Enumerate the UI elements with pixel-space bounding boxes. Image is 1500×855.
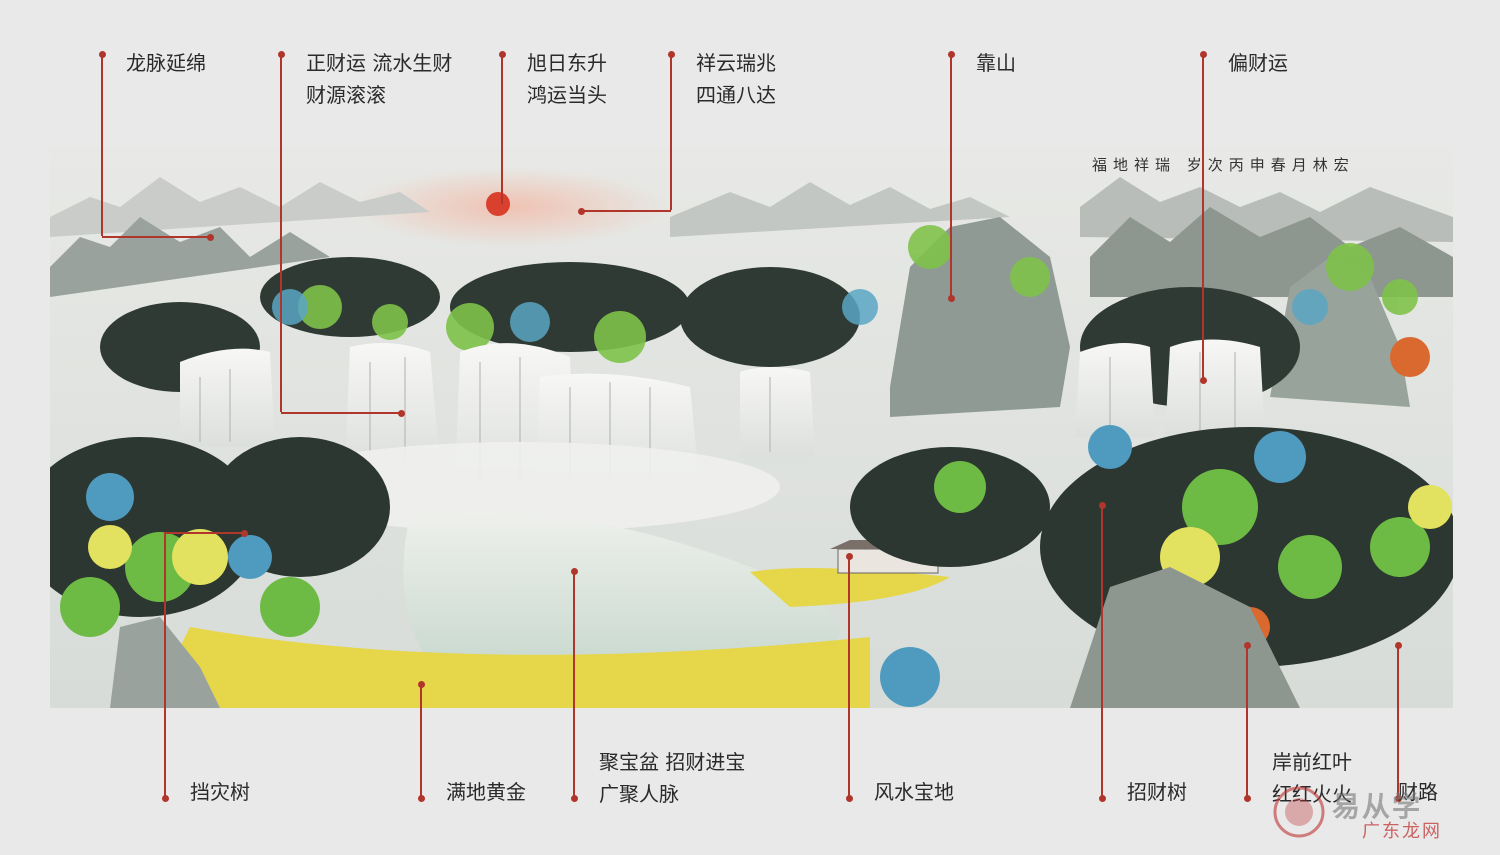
line-cailu	[1397, 645, 1399, 798]
label-mandi-line1: 满地黄金	[446, 780, 526, 804]
dot-cailu-bottom	[1394, 794, 1402, 802]
label-dangzai-line1: 挡灾树	[190, 780, 250, 804]
label-xuri-line1: 旭日东升	[527, 51, 607, 75]
dot-jubao-bottom	[570, 794, 578, 802]
label-zhengcai-line2: 财源滚滚	[306, 83, 386, 107]
label-jubao: 聚宝盆 招财进宝 广聚人脉	[599, 746, 745, 810]
dot-piancai-end	[1199, 376, 1207, 384]
label-zhaocai-line1: 招财树	[1127, 780, 1187, 804]
dot-zhengcai-end	[397, 409, 405, 417]
line-xiangyun	[670, 54, 672, 210]
label-zhaocai: 招财树	[1127, 776, 1187, 808]
line-dangzai	[164, 532, 166, 798]
label-dangzai: 挡灾树	[190, 776, 250, 808]
line-piancai	[1202, 54, 1204, 380]
dot-anqian-bottom	[1243, 794, 1251, 802]
dot-zhaocai-bottom	[1098, 794, 1106, 802]
label-xiangyun-line1: 祥云瑞兆	[696, 51, 776, 75]
label-xiangyun: 祥云瑞兆 四通八达	[696, 47, 776, 111]
line-longmai	[101, 54, 103, 236]
label-fengshui-line1: 风水宝地	[874, 780, 954, 804]
dot-dangzai-bottom	[161, 794, 169, 802]
label-xiangyun-line2: 四通八达	[696, 83, 776, 107]
line-zhengcai-h	[281, 412, 401, 414]
label-xuri-line2: 鸿运当头	[527, 83, 607, 107]
label-anqian-line1: 岸前红叶	[1272, 750, 1352, 774]
dot-longmai-end	[206, 233, 214, 241]
label-zhengcai: 正财运 流水生财 财源滚滚	[306, 47, 452, 111]
line-zhaocai	[1101, 505, 1103, 798]
line-fengshui	[848, 556, 850, 798]
line-mandi	[420, 684, 422, 798]
label-longmai-line1: 龙脉延绵	[126, 51, 206, 75]
painting-inscription: 福地祥瑞 岁次丙申春月林宏	[1092, 156, 1355, 174]
label-piancai: 偏财运	[1228, 47, 1288, 79]
label-xuri: 旭日东升 鸿运当头	[527, 47, 607, 111]
label-fengshui: 风水宝地	[874, 776, 954, 808]
label-mandi: 满地黄金	[446, 776, 526, 808]
label-jubao-line1: 聚宝盆 招财进宝	[599, 750, 746, 774]
watermark-site: 广东龙网	[1362, 821, 1442, 842]
label-kaoshan-line1: 靠山	[976, 51, 1016, 75]
label-zhengcai-line1: 正财运 流水生财	[306, 51, 453, 75]
label-cailu: 财路	[1398, 776, 1438, 808]
dot-fengshui-bottom	[845, 794, 853, 802]
label-anqian: 岸前红叶 红红火火	[1272, 746, 1352, 810]
line-anqian	[1246, 645, 1248, 798]
rising-sun	[486, 192, 510, 216]
dot-mandi-bottom	[417, 794, 425, 802]
landscape-illustration	[50, 147, 1453, 708]
line-jubao	[573, 571, 575, 798]
dot-xiangyun-end	[577, 207, 585, 215]
site-watermark: 易从学 广东龙网	[1270, 783, 1460, 843]
label-piancai-line1: 偏财运	[1228, 51, 1288, 75]
label-jubao-line2: 广聚人脉	[599, 782, 679, 806]
line-dangzai-h	[165, 532, 244, 534]
watermark-brand: 易从学	[1332, 790, 1423, 823]
label-kaoshan: 靠山	[976, 47, 1016, 79]
landscape-painting	[50, 147, 1453, 708]
label-longmai: 龙脉延绵	[126, 47, 206, 79]
line-xuri	[501, 54, 503, 204]
dot-dangzai-start	[240, 529, 248, 537]
line-zhengcai	[280, 54, 282, 412]
watermark-logo-icon	[1273, 786, 1325, 838]
line-longmai-h	[102, 236, 210, 238]
line-kaoshan	[950, 54, 952, 298]
label-cailu-line1: 财路	[1398, 780, 1438, 804]
line-xiangyun-h	[581, 210, 671, 212]
dot-kaoshan-end	[947, 294, 955, 302]
